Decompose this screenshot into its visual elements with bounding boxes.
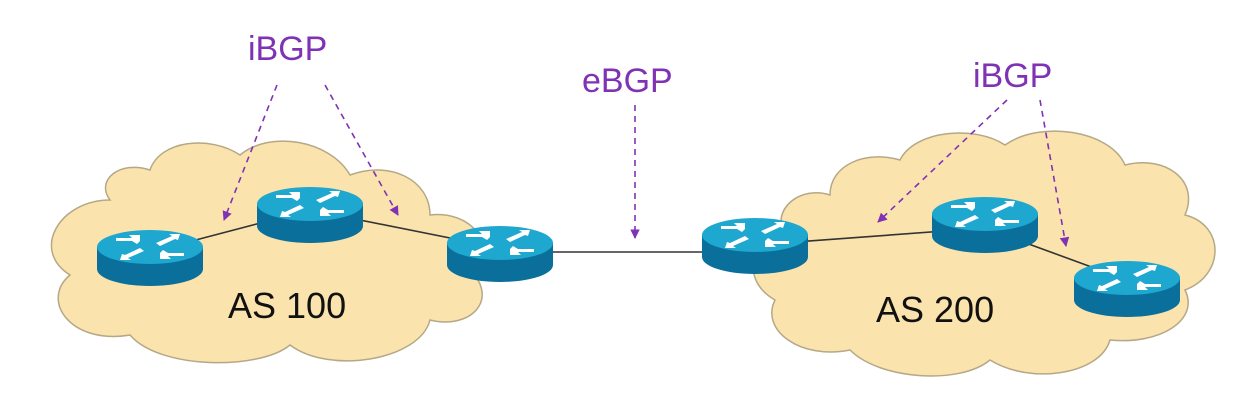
ibgp-left-arrow-1 — [222, 84, 278, 221]
ibgp-left-arrow-2 — [324, 84, 399, 216]
ibgp-right-label: iBGP — [973, 57, 1052, 95]
annotation-arrows — [222, 84, 1070, 247]
cloud-as100 — [50, 140, 483, 364]
ibgp-right-arrow-1 — [877, 99, 1008, 223]
ibgp-right-arrow-2 — [1039, 99, 1070, 247]
as-100-label: AS 100 — [228, 285, 346, 326]
router-icon — [447, 226, 553, 282]
router-icon — [932, 197, 1038, 253]
router-icon — [97, 230, 203, 286]
as-200-label: AS 200 — [876, 289, 994, 330]
cloud-as200 — [752, 130, 1216, 377]
ibgp-left-label: iBGP — [248, 30, 327, 68]
ebgp-label: eBGP — [582, 62, 673, 100]
router-icon — [702, 218, 808, 274]
router-icon — [257, 187, 363, 243]
router-icon — [1074, 261, 1180, 317]
